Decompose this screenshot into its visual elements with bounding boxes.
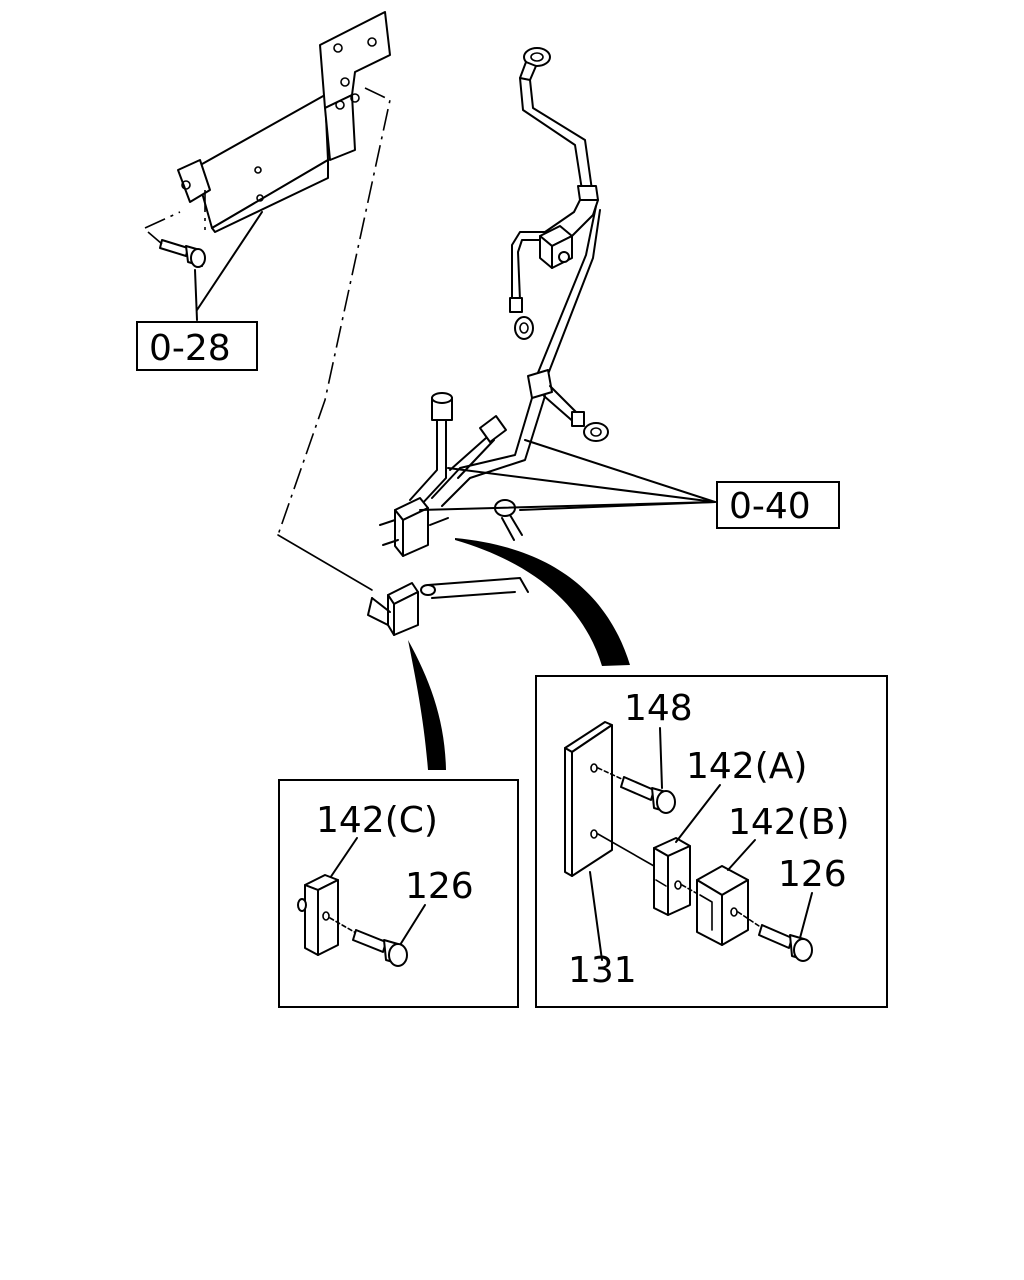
centerline-bolt [147,231,163,245]
leader-0-40-b [447,467,716,503]
leader-142b [727,839,756,871]
label-142c: 142(C) [316,800,438,841]
leader-0-28-a [194,269,198,321]
centerline-to-clip [277,87,391,536]
clip-142b [696,865,749,946]
leader-0-28-b [196,211,263,311]
leader-142c [329,837,358,879]
leader-0-40-d [519,501,716,511]
reference-box-0-28: 0-28 [136,321,258,371]
bolt-126-ab [758,924,813,962]
leader-126-ab [799,892,813,939]
leader-142a [675,784,721,843]
leader-131 [589,871,603,961]
detail-box-c: 142(C) 126 [278,779,519,1008]
leader-148 [659,727,663,789]
label-148: 148 [624,688,693,729]
mounting-bracket [177,11,391,233]
bolt-148 [620,776,676,814]
label-126-ab: 126 [778,854,847,895]
clip-142a [653,837,691,916]
label-142b: 142(B) [728,802,850,843]
centerline-to-clip-lower [277,534,373,591]
leader-126-c [399,904,426,946]
clip-142c [297,874,339,956]
callout-wedge-c [408,640,446,770]
callout-wedge-ab [455,538,630,666]
centerline-bracket [144,211,181,229]
bolt-126-c [352,929,408,967]
label-142a: 142(A) [686,746,807,787]
bracket-bolt [159,239,206,268]
reference-label-0-28: 0-28 [149,328,231,369]
detail-box-ab: 148 142(A) 142(B) 126 131 [535,675,888,1008]
label-126-c: 126 [405,866,474,907]
plate-131 [564,721,613,877]
leader-0-40-a [524,439,716,503]
reference-box-0-40: 0-40 [716,481,840,529]
reference-label-0-40: 0-40 [729,486,811,527]
lower-clip-assembly [367,577,529,636]
fuel-pipe-assembly [379,47,609,557]
